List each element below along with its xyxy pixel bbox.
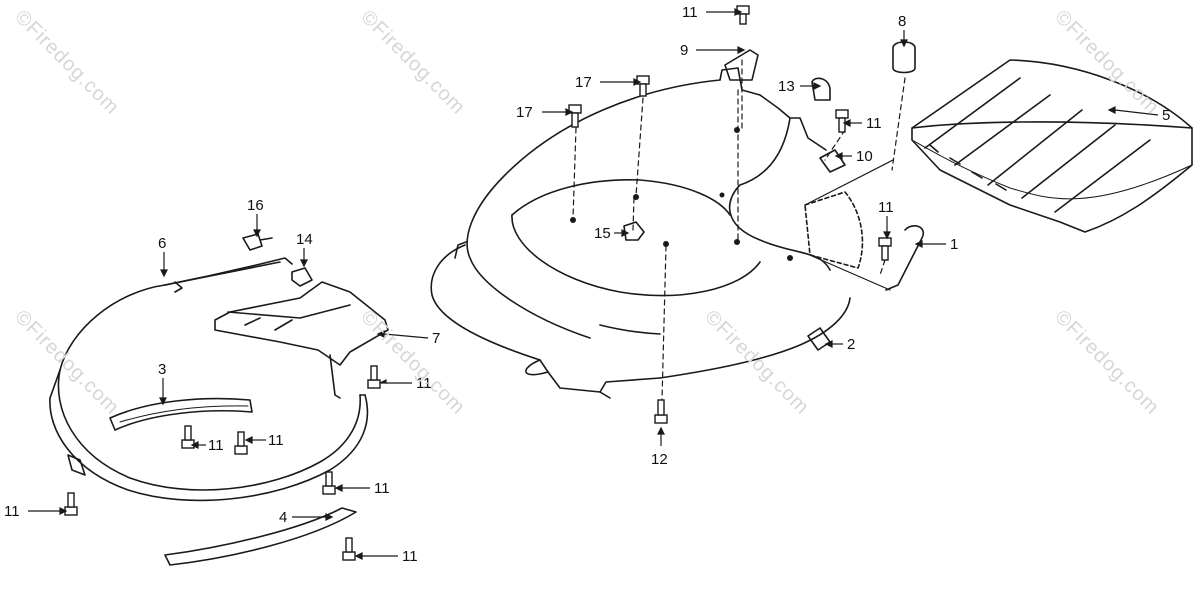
deck-rear-plate bbox=[804, 191, 864, 269]
callout-10: 10 bbox=[856, 148, 873, 165]
callout-5: 5 bbox=[1162, 107, 1170, 124]
bolt-icon bbox=[342, 537, 356, 561]
callout-17: 17 bbox=[575, 74, 592, 91]
callout-11: 11 bbox=[416, 375, 432, 392]
callout-2: 2 bbox=[847, 336, 855, 353]
bolt-icon bbox=[568, 104, 582, 128]
callout-11: 11 bbox=[4, 503, 20, 520]
bolt-icon bbox=[367, 365, 381, 389]
callout-3: 3 bbox=[158, 361, 166, 378]
hook-clip bbox=[67, 454, 86, 476]
callout-11: 11 bbox=[268, 432, 284, 449]
callout-1: 1 bbox=[950, 236, 958, 253]
callout-labels: 11 9 17 17 13 11 10 8 5 15 11 1 2 12 16 … bbox=[4, 4, 1170, 565]
holder-part-10 bbox=[819, 149, 846, 173]
bolt-icon bbox=[736, 5, 750, 25]
callout-11: 11 bbox=[866, 115, 882, 132]
grommet-part-8 bbox=[892, 41, 916, 74]
rod-part-1 bbox=[885, 225, 925, 291]
bolt-icon bbox=[878, 237, 892, 261]
callout-8: 8 bbox=[898, 13, 906, 30]
callout-15: 15 bbox=[594, 225, 611, 242]
callout-4: 4 bbox=[279, 509, 287, 526]
bolt-icon bbox=[322, 471, 336, 495]
bolt-icon bbox=[654, 399, 668, 424]
clip-part-13 bbox=[811, 77, 831, 101]
rear-flap-part-5 bbox=[911, 59, 1193, 233]
callout-leaders bbox=[28, 8, 1159, 560]
nut-part-15 bbox=[623, 221, 645, 241]
cutting-shield bbox=[49, 261, 369, 502]
frame-part-7 bbox=[214, 281, 389, 399]
bolt-icon bbox=[835, 109, 849, 133]
guard-part-4 bbox=[164, 507, 357, 566]
callout-6: 6 bbox=[158, 235, 166, 252]
bolt-icon bbox=[64, 492, 78, 516]
callout-11: 11 bbox=[878, 199, 894, 216]
callout-11: 11 bbox=[374, 480, 390, 497]
bracket-part-9 bbox=[724, 49, 759, 81]
callout-9: 9 bbox=[680, 42, 688, 59]
blade-strip-detail bbox=[119, 405, 249, 423]
callout-17: 17 bbox=[516, 104, 533, 121]
bolt-icons bbox=[64, 5, 892, 561]
bracket-part-6 bbox=[164, 257, 293, 286]
deck-leader-lines bbox=[804, 159, 894, 291]
callout-11: 11 bbox=[208, 437, 224, 454]
mower-deck bbox=[430, 67, 851, 399]
callout-12: 12 bbox=[651, 451, 668, 468]
nut-part-14 bbox=[291, 267, 313, 287]
callout-7: 7 bbox=[432, 330, 440, 347]
callout-11: 11 bbox=[682, 4, 698, 21]
bolt-icon bbox=[636, 75, 650, 97]
callout-11: 11 bbox=[402, 548, 418, 565]
callout-16: 16 bbox=[247, 197, 264, 214]
blade-strip-part-3 bbox=[109, 397, 253, 431]
bolt-icon bbox=[234, 431, 248, 455]
bolt-part-16 bbox=[242, 233, 273, 251]
callout-13: 13 bbox=[778, 78, 795, 95]
callout-14: 14 bbox=[296, 231, 313, 248]
alignment-lines bbox=[572, 59, 906, 401]
